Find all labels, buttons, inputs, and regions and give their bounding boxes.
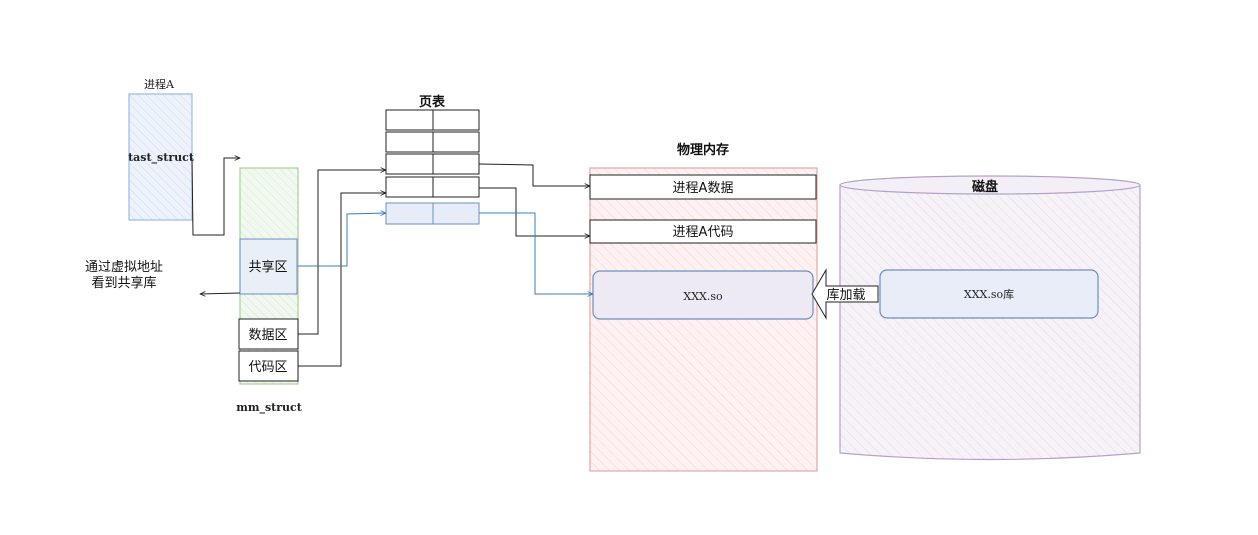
shared-to-pagetable-arrow [298, 213, 386, 267]
page-table-cell [385, 131, 434, 153]
note-line-2: 看到共享库 [91, 275, 156, 291]
phys-so-label: XXX.so [683, 290, 723, 303]
phys-code-block [589, 219, 817, 244]
library-load-label: 库加载 [826, 287, 865, 303]
code-region-label: 代码区 [248, 360, 287, 375]
page-table [385, 109, 480, 225]
shared-region [239, 238, 298, 295]
disk-top [839, 175, 1141, 195]
page-table-cell-shared [385, 202, 434, 225]
page-table-cell [432, 131, 480, 153]
page-table-cell-shared [432, 202, 480, 225]
process-box [128, 93, 193, 221]
page-table-cell [385, 176, 434, 198]
disk-body [839, 185, 1141, 461]
pagetable-to-so-arrow [479, 212, 593, 294]
phys-data-block [589, 174, 817, 200]
note-arrow [200, 293, 241, 294]
disk-so-block [879, 269, 1099, 319]
physical-memory-title: 物理内存 [677, 142, 729, 158]
code-region [238, 350, 299, 382]
task-struct-label: tast_struct [128, 151, 195, 165]
shared-region-label: 共享区 [248, 259, 287, 275]
disk-so-label: XXX.so库 [964, 288, 1014, 301]
page-table-cell [385, 153, 434, 175]
pagetable-to-data-arrow [478, 163, 590, 186]
phys-code-label: 进程A代码 [673, 225, 734, 240]
pagetable-to-code-arrow [479, 187, 590, 236]
library-load-arrow [811, 268, 879, 320]
data-to-pagetable-arrow [298, 170, 386, 335]
data-region-label: 数据区 [248, 328, 287, 343]
page-table-cell [432, 153, 480, 175]
task-to-mm-arrow [191, 158, 240, 236]
disk-title: 磁盘 [972, 179, 998, 195]
process-title: 进程A [144, 78, 175, 91]
page-table-cell [385, 109, 434, 131]
page-table-cell [432, 176, 480, 198]
page-table-title: 页表 [419, 94, 446, 110]
note-line-1: 通过虚拟地址 [85, 260, 163, 275]
code-to-pagetable-arrow [298, 193, 386, 367]
mm-struct-label: mm_struct [236, 401, 303, 415]
page-table-cell [432, 109, 480, 131]
phys-data-label: 进程A数据 [673, 181, 734, 196]
